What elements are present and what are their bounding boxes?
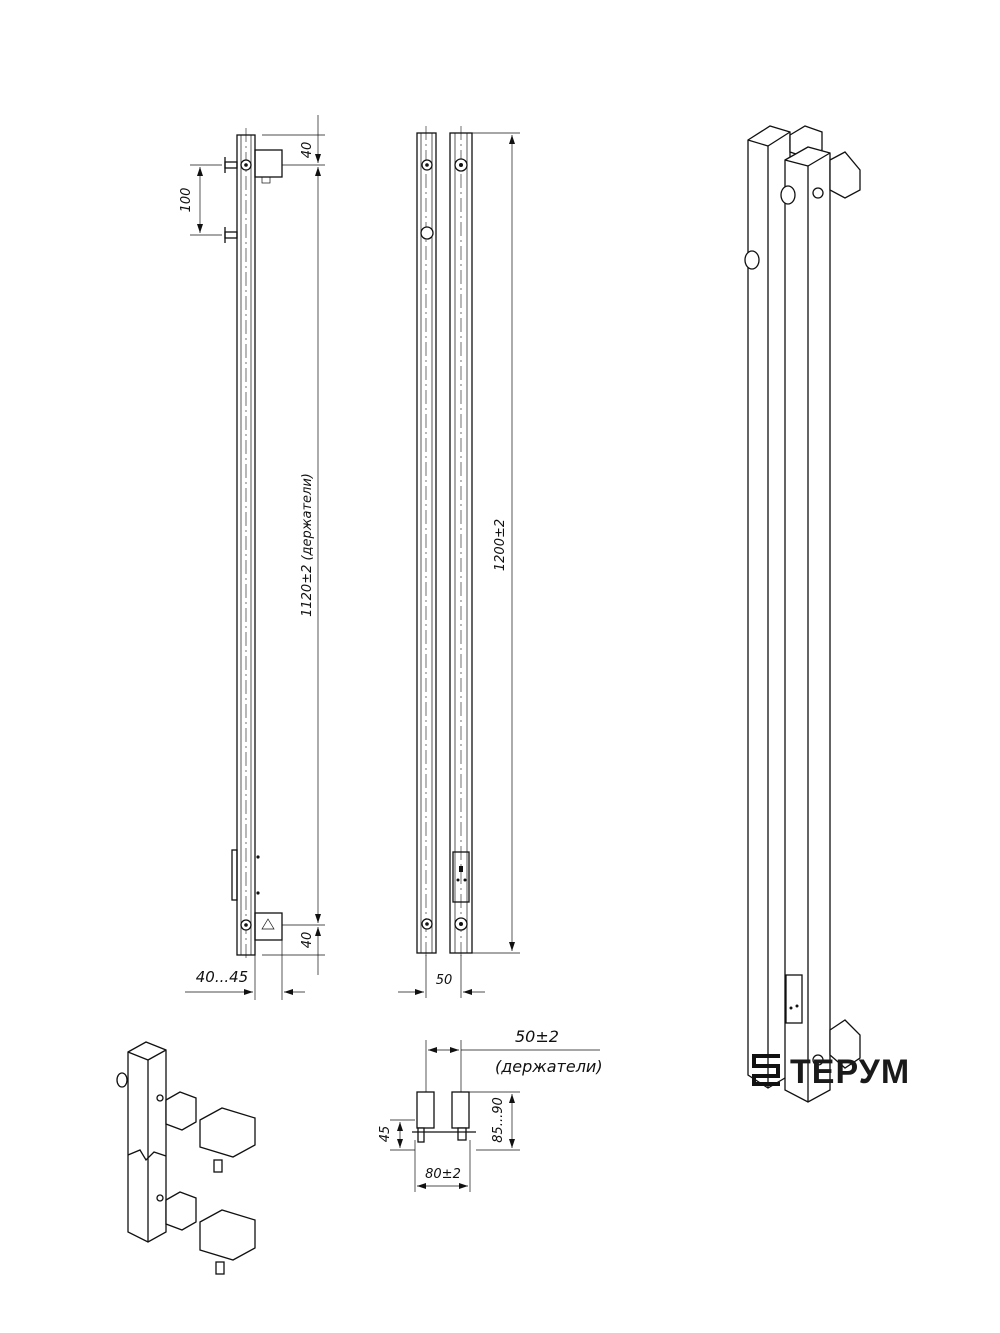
pin-spacing-dim: 100 [179, 188, 194, 213]
top-pin [224, 157, 238, 173]
plan-holders-label: (держатели) [495, 1057, 603, 1076]
wall-offset-dim: 40...45 [196, 968, 248, 986]
plan-width-dim: 80±2 [425, 1167, 461, 1182]
holders-length-dim: 1120±2 (держатели) [300, 473, 315, 617]
brand-mark-icon [752, 1054, 780, 1086]
front-width-dim: 50 [436, 973, 453, 988]
front-view: 1200±2 50 [398, 126, 520, 998]
plan-depth-dim: 85...90 [491, 1097, 506, 1142]
brand-logo: ТЕРУМ [752, 1053, 910, 1091]
side-view: 100 1120±2 (держатели) 40 40 40...45 [179, 115, 325, 1000]
plan-view: 50±2 (держатели) 45 85...90 80±2 [378, 1027, 603, 1192]
bottom-holder-dim: 40 [300, 932, 315, 949]
second-pin [224, 227, 238, 243]
mounting-detail [116, 1041, 256, 1275]
plan-height-dim: 45 [378, 1126, 393, 1143]
top-holder-dim: 40 [300, 142, 315, 159]
isometric-view [744, 125, 861, 1103]
brand-name: ТЕРУМ [790, 1053, 910, 1091]
plan-holders-dim: 50±2 [515, 1027, 559, 1046]
total-length-dim: 1200±2 [493, 519, 508, 571]
